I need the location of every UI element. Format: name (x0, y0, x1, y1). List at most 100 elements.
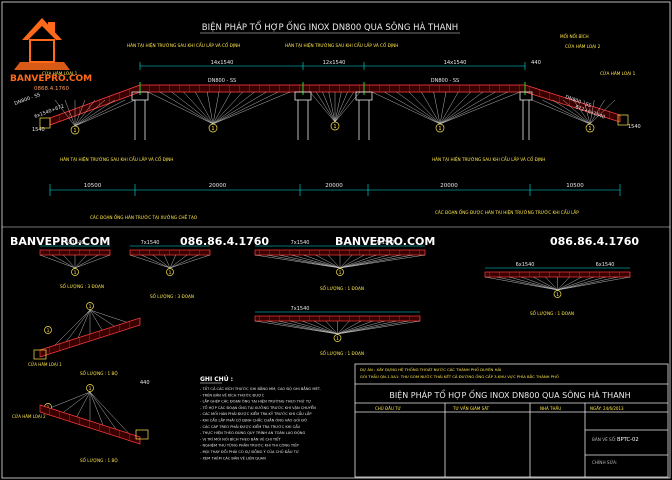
left-label-a: CỬA HÃM LOẠI 1 (42, 71, 78, 76)
piers (131, 91, 533, 140)
cable (439, 91, 459, 125)
callout-number: 1 (588, 126, 591, 132)
cable (439, 91, 471, 125)
cable (74, 99, 96, 127)
cable (74, 99, 126, 127)
cable (212, 91, 243, 125)
cell-date: NGÀY: 24/6/2013 (590, 406, 624, 411)
cable (339, 254, 353, 269)
end-detail-1-count: SỐ LƯỢNG : 1 BỘ (80, 371, 118, 376)
cable (484, 276, 558, 291)
callout-number: 1 (211, 126, 214, 132)
cable (531, 99, 591, 125)
detail-count: SỐ LƯỢNG : 3 ĐOẠN (60, 284, 104, 289)
watermark-site-right: BANVEPRO.COM (335, 235, 435, 248)
cable (509, 276, 558, 291)
callout-number: 1 (74, 270, 77, 276)
watermark-band: BANVEPRO.COM 086.86.4.1760 BANVEPRO.COM … (2, 226, 670, 248)
span-value: 20000 (325, 183, 343, 189)
cell-contractor: NHÀ THẦU (540, 406, 561, 411)
note-bottom-left: HÀN TẠI HIỆN TRƯỜNG SAU KHI CẨU LẮP VÀ C… (60, 157, 173, 162)
pipe-label-right: DN800 - SS (431, 78, 459, 84)
cable (169, 254, 188, 269)
left-dim-b: 1540 (32, 127, 45, 133)
callout-number: 1 (89, 304, 92, 310)
note-line: - NGHIỆM THU TỪNG PHẦN TRƯỚC KHI THI CÔN… (200, 442, 299, 448)
detail-pipe (254, 315, 421, 322)
detail-dim: 6x1540 (66, 240, 85, 246)
note-line: - KHI CẨU LẮP PHẢI CỐ ĐỊNH CHẮC CHẮN ỐNG… (200, 418, 307, 423)
cable (589, 99, 605, 125)
detail-pipe (39, 249, 111, 256)
cable (266, 320, 338, 335)
cable (74, 254, 111, 269)
cable (313, 320, 338, 335)
note-line: - LẮP GHÉP CÁC ĐOẠN ỐNG TẠI HIỆN TRƯỜNG … (200, 399, 311, 404)
callout-bubble (44, 326, 52, 334)
left-label-b: DN800 - SS (14, 92, 42, 107)
logo-phone: 0868.4.1760 (34, 86, 69, 92)
cable (557, 276, 582, 291)
cable (309, 91, 336, 123)
general-notes: GHI CHÚ : - TẤT CẢ CÁC KÍCH THƯỚC GHI BẰ… (200, 376, 321, 460)
cable (129, 254, 171, 269)
callout-number: 1 (47, 328, 50, 334)
detail-dim: 6x1540 (516, 262, 535, 268)
detail-count: SỐ LƯỢNG : 3 ĐOẠN (150, 294, 194, 299)
span-value: 20000 (209, 183, 227, 189)
cable (408, 91, 441, 125)
cable (439, 91, 508, 125)
detail-dim: 7x1540 (291, 306, 310, 312)
cable (439, 91, 521, 125)
detail-count: SỐ LƯỢNG : 1 ĐOẠN (530, 311, 574, 316)
cable (334, 91, 342, 123)
callout-number: 1 (333, 124, 336, 130)
detail-dim-2: 6x1540 (596, 262, 615, 268)
segment-detail-5: 1 7x1540 SỐ LƯỢNG : 1 ĐOẠN (254, 306, 421, 356)
cable (212, 91, 255, 125)
cable (212, 91, 232, 125)
detail-pipe (129, 249, 211, 256)
cable (497, 276, 558, 291)
detail-dim: 7x1540 (291, 240, 310, 246)
note-line: - TỔ HỢP CÁC ĐOẠN ỐNG TẠI XƯỞNG TRƯỚC KH… (200, 405, 316, 410)
note-under-right: CÁC ĐOẠN ỐNG ĐƯỢC HÀN TẠI HIỆN TRƯỜNG TR… (435, 210, 579, 215)
span-value: 20000 (440, 183, 458, 189)
cable (384, 91, 441, 125)
detail-count: SỐ LƯỢNG : 1 ĐOẠN (320, 351, 364, 356)
note-line: - MỌI THAY ĐỔI PHẢI CÓ SỰ ĐỒNG Ý CỦA CHỦ… (200, 449, 299, 454)
callout-number: 1 (339, 270, 342, 276)
watermark-phone-right: 086.86.4.1760 (550, 235, 639, 248)
callout-number: 1 (89, 386, 92, 392)
callout-bubble (86, 384, 94, 392)
cell-revision: CHỈNH SỬA: (592, 460, 617, 465)
cable (212, 91, 220, 125)
callout-number: 1 (336, 336, 339, 342)
cable (325, 320, 338, 335)
watermark-site-left: BANVEPRO.COM (10, 235, 110, 248)
cable (290, 320, 338, 335)
callout-bubble (336, 268, 344, 276)
cable (421, 91, 441, 125)
cable (254, 254, 341, 269)
cable (169, 254, 176, 269)
main-title: BIỆN PHÁP TỔ HỢP ỐNG INOX DN800 QUA SÔNG… (202, 20, 458, 33)
callout-bubble (166, 268, 174, 276)
callout-bubble (585, 123, 595, 133)
note-top-left: HÀN TẠI HIỆN TRƯỜNG SAU KHI CẨU LẮP VÀ C… (127, 43, 240, 48)
project-line-1: DỰ ÁN : XÂY DỰNG HỆ THỐNG THOÁT NƯỚC CÁC… (360, 367, 501, 372)
pipe-label-left: DN800 - SS (208, 78, 236, 84)
cable (74, 99, 106, 127)
end-detail-1: CỬA HÃM LOẠI 1 SỐ LƯỢNG : 1 BỘ (28, 317, 141, 376)
cable (339, 254, 389, 269)
cable (337, 320, 409, 335)
dim-seg-left: 14x1540 (211, 60, 234, 66)
cable (337, 320, 362, 335)
detail-pipe (254, 249, 426, 256)
note-line: - VỊ TRÍ MỐI NỐI BÍCH THEO BẢN VẼ CHI TI… (200, 435, 281, 441)
cable (212, 91, 291, 125)
cable (74, 99, 136, 127)
dim-seg-center: 12x1540 (323, 60, 346, 66)
note-top-right: MỐI NỐI BÍCH (560, 34, 589, 39)
